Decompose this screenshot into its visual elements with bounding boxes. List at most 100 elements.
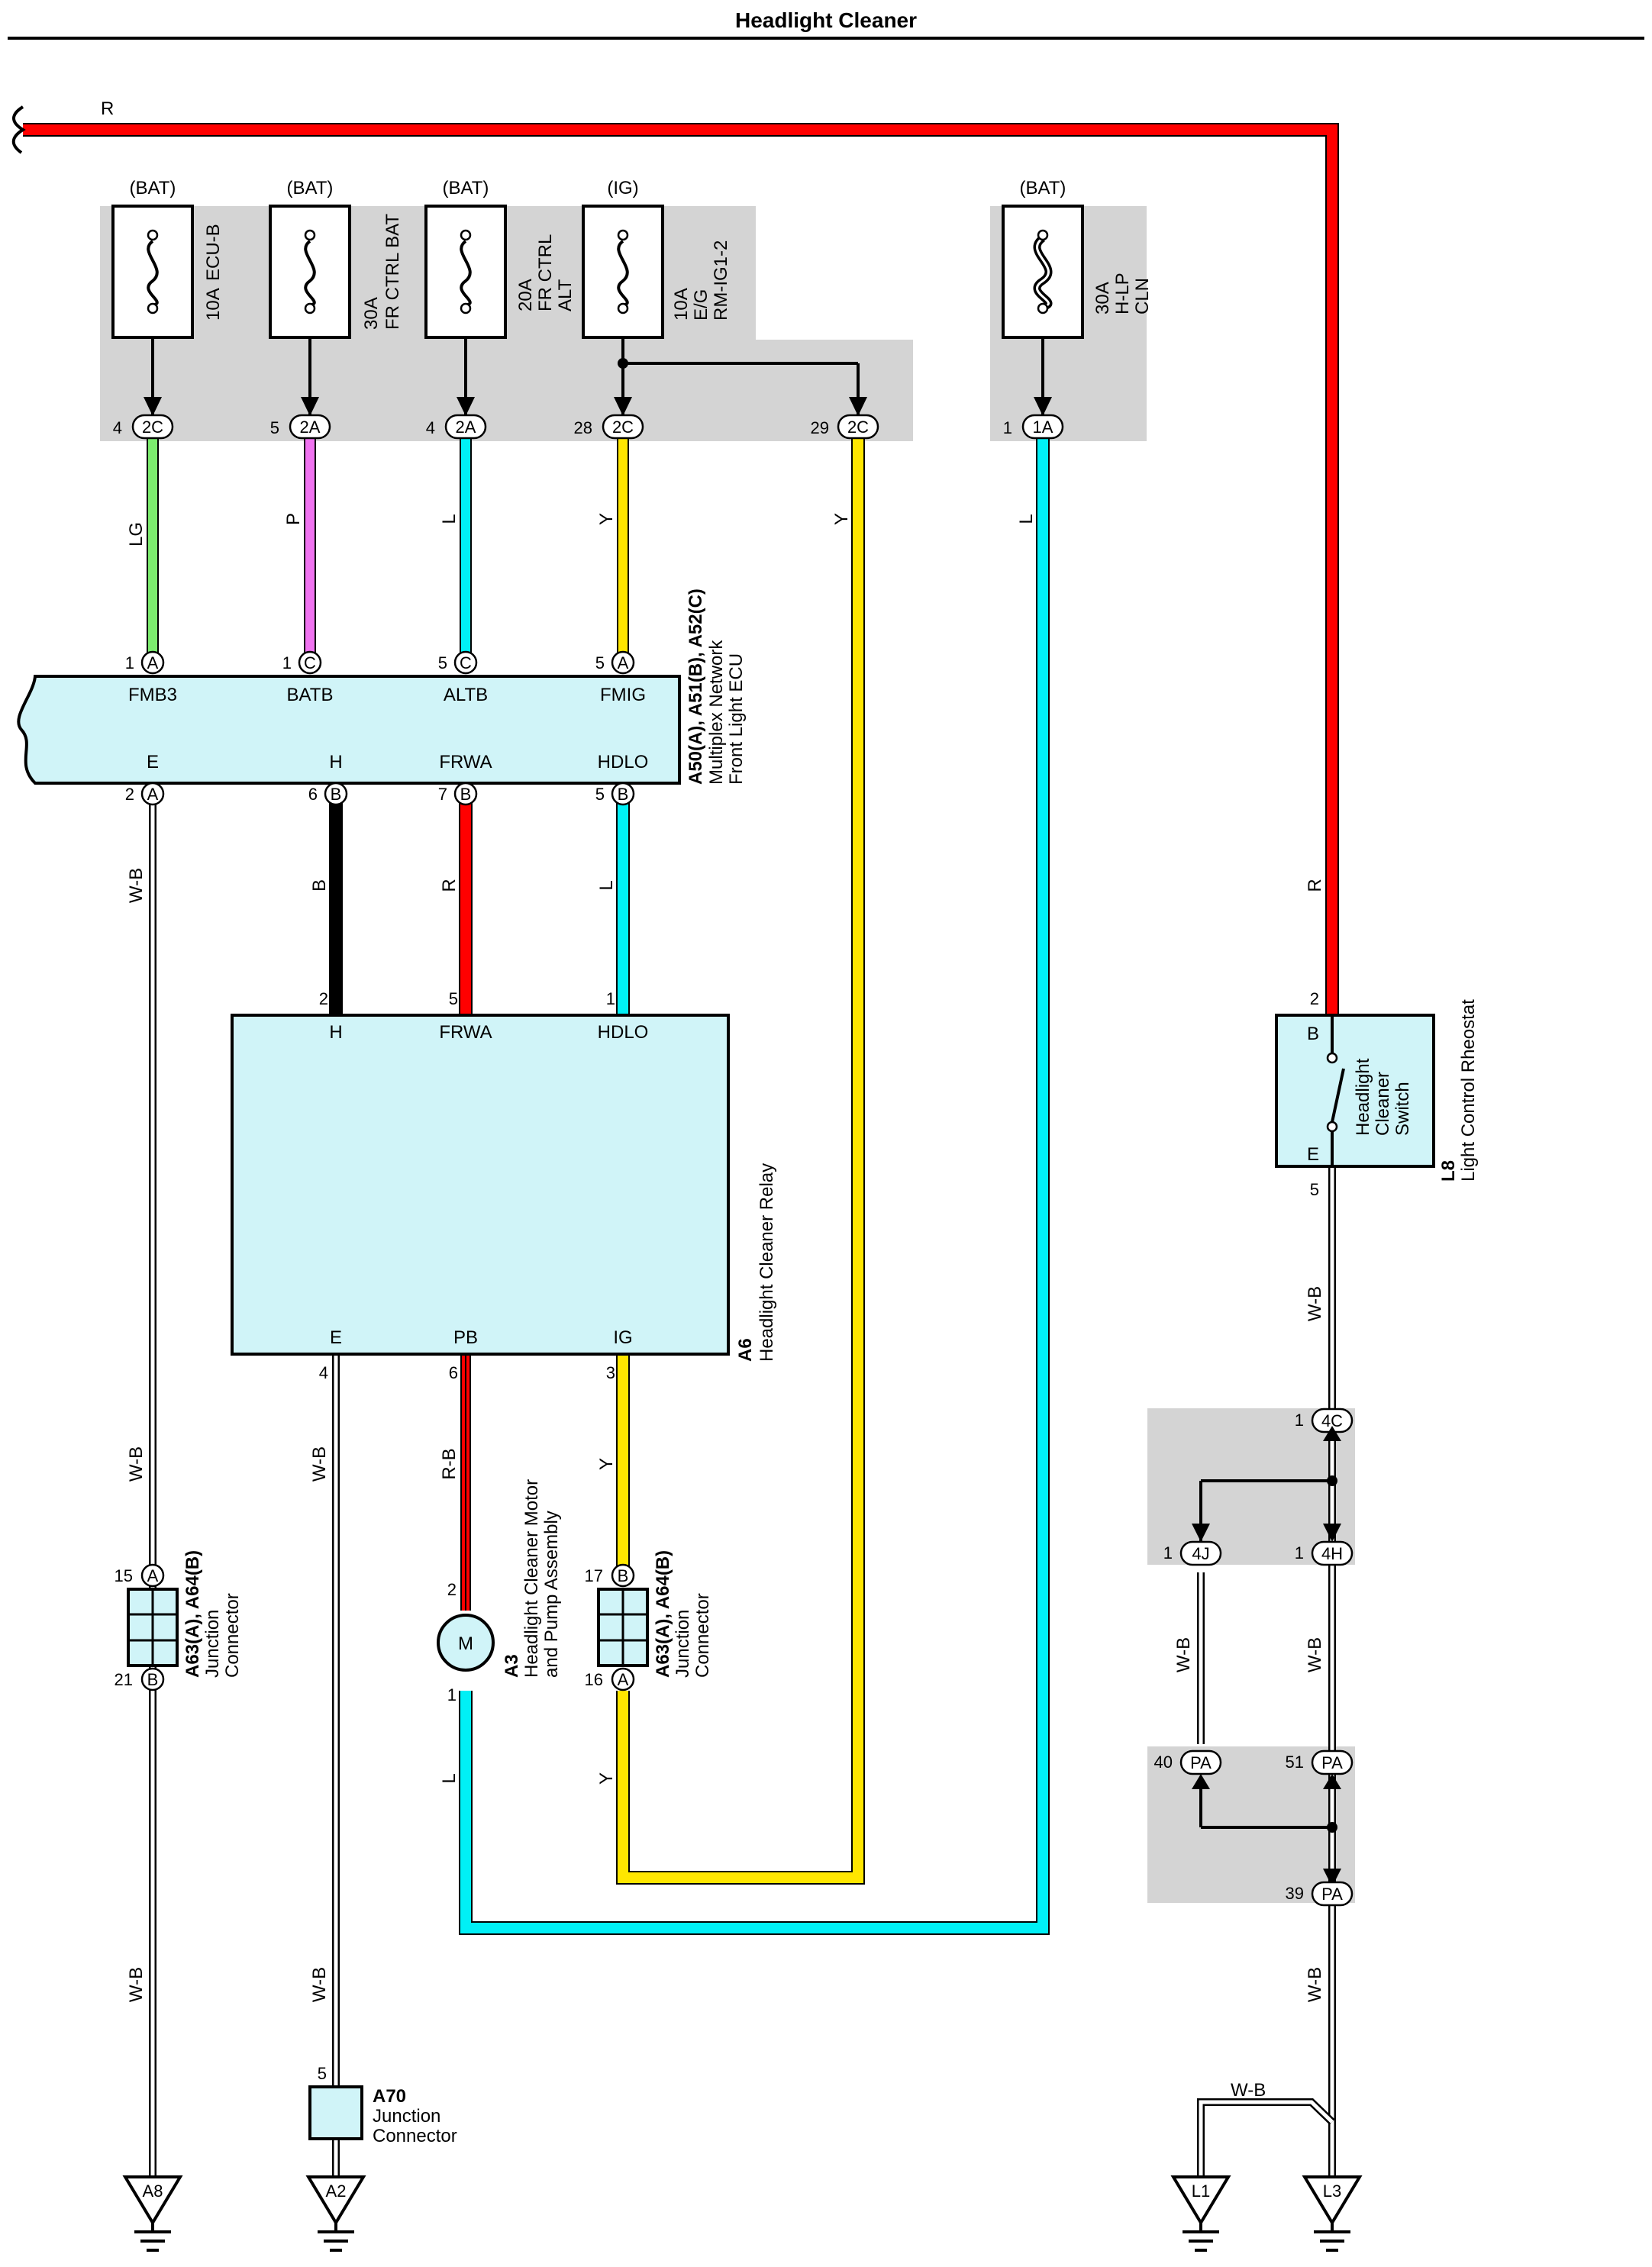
svg-text:A70: A70 (373, 2086, 406, 2107)
fuse-fr-ctrl-alt: (BAT) 20A FR CTRL ALT (424, 178, 576, 416)
ground-l1: L1 (1170, 2175, 1231, 2252)
ecu-pin-altb: 5 C ALTB (438, 650, 488, 705)
wire-y-ig (616, 427, 865, 1885)
svg-text:PA: PA (1321, 1753, 1343, 1772)
fuse-name2: RM-IG1-2 (711, 240, 731, 321)
top-connector-28-2c: 28 2C (574, 414, 644, 440)
fuse-rating: 20A (515, 279, 536, 311)
relay-code: A6 (735, 1338, 756, 1362)
ecu-name1: Multiplex Network (706, 640, 727, 785)
ecu-pin-h: H 6 B (308, 752, 348, 806)
ecu-pin-batb: 1 C BATB (282, 650, 333, 705)
fuse-h-lp-cln: (BAT) 30A H-LP CLN (1002, 178, 1153, 416)
wire-label-y3: Y (596, 1458, 617, 1470)
svg-text:HDLO: HDLO (598, 1022, 649, 1043)
svg-text:2C: 2C (612, 418, 634, 437)
svg-text:PA: PA (1190, 1753, 1212, 1772)
connector-39-pa: 39 PA (1286, 1881, 1354, 1907)
junction-connector-left: A 15 B 21 A63(A), A64(B) Junction Connec… (115, 1550, 243, 1691)
svg-text:A63(A), A64(B): A63(A), A64(B) (653, 1550, 673, 1678)
svg-text:PB: PB (453, 1327, 478, 1348)
svg-text:3: 3 (606, 1363, 615, 1382)
connector-4h: 1 4H (1295, 1540, 1354, 1566)
switch-num-bottom: 5 (1310, 1180, 1319, 1199)
arrow-4c-up (1323, 1426, 1341, 1441)
svg-text:5: 5 (438, 653, 447, 672)
switch-pin-b: B (1307, 1024, 1319, 1044)
a70-junction-connector: 5 A70 Junction Connector (308, 2064, 457, 2146)
wire-wb-right (1197, 1166, 1336, 2175)
wire-r-top (23, 123, 1339, 1015)
svg-text:A: A (147, 785, 159, 804)
svg-text:Connector: Connector (692, 1593, 713, 1678)
fuse-source: (IG) (607, 178, 638, 198)
fuse-rating: 30A (1092, 282, 1113, 314)
svg-text:L1: L1 (1192, 2182, 1210, 2201)
arrow-4h (1323, 1524, 1341, 1542)
wire-label-y1: Y (596, 513, 617, 525)
fuse-name: E/G (691, 289, 711, 321)
ecu-pin-e: E 2 A (125, 752, 165, 806)
wire-label-l4: L (439, 1773, 460, 1783)
wire-label-p: P (283, 513, 304, 525)
headlight-cleaner-motor: M 2 1 A3 Headlight Cleaner Motor and Pum… (437, 1479, 562, 1704)
switch-inner1: Headlight (1353, 1058, 1373, 1136)
svg-text:L3: L3 (1323, 2182, 1341, 2201)
fuse-name: ECU-B (203, 224, 224, 281)
svg-text:2C: 2C (847, 418, 869, 437)
ground-a2: A2 (305, 2175, 366, 2252)
svg-text:B: B (147, 1670, 159, 1689)
ecu-pin-frwa: FRWA 7 B (438, 752, 492, 806)
switch-name: Light Control Rheostat (1458, 999, 1479, 1182)
splice-pa (1327, 1822, 1337, 1833)
svg-text:7: 7 (438, 785, 447, 804)
wire-label-wb-horiz: W-B (1231, 2080, 1266, 2101)
svg-text:C: C (304, 653, 316, 672)
diagram-title: Headlight Cleaner (735, 8, 917, 32)
fuse-source: (BAT) (1020, 178, 1066, 198)
fuse-fr-ctrl-bat: (BAT) 30A FR CTRL BAT (269, 178, 403, 416)
svg-text:E: E (147, 752, 159, 772)
svg-text:2C: 2C (142, 418, 163, 437)
relay-pin-ig: IG 3 (606, 1327, 633, 1382)
svg-text:A: A (618, 653, 629, 672)
relay-pin-e: E 4 (319, 1327, 342, 1382)
wire-break-symbol (11, 105, 26, 154)
wire-label-y2: Y (831, 513, 852, 525)
fuse-source: (BAT) (287, 178, 334, 198)
svg-text:15: 15 (115, 1566, 133, 1585)
fuse-name2: CLN (1132, 278, 1153, 314)
svg-text:FRWA: FRWA (439, 1022, 492, 1043)
junction-connector-mid: B 17 A 16 A63(A), A64(B) Junction Connec… (585, 1550, 713, 1691)
top-connector-4-2c: 4 2C (113, 414, 174, 440)
svg-text:A8: A8 (143, 2182, 163, 2201)
svg-text:B: B (618, 1566, 629, 1585)
wire-label-r-top: R (101, 98, 114, 119)
svg-text:Junction: Junction (673, 1610, 693, 1678)
svg-text:Connector: Connector (373, 2126, 457, 2146)
top-connector-1-1a: 1 1A (1003, 414, 1064, 440)
relay-pin-pb: PB 6 (449, 1327, 478, 1382)
motor-num-bottom: 1 (447, 1685, 457, 1704)
switch-inner2: Cleaner (1373, 1072, 1393, 1136)
wire-label-wb-4h: W-B (1305, 1637, 1325, 1672)
svg-text:IG: IG (613, 1327, 632, 1348)
svg-text:6: 6 (449, 1363, 458, 1382)
svg-text:PA: PA (1321, 1885, 1343, 1904)
wire-label-l2: L (1016, 514, 1037, 524)
svg-text:2: 2 (125, 785, 134, 804)
connector-40-pa: 40 PA (1154, 1749, 1222, 1775)
svg-text:H: H (329, 1022, 342, 1043)
svg-text:1: 1 (282, 653, 292, 672)
wire-label-b: B (309, 879, 330, 892)
wire-label-l3: L (596, 880, 617, 890)
svg-text:A2: A2 (326, 2182, 347, 2201)
wire-label-r-right: R (1305, 879, 1325, 892)
svg-text:2: 2 (319, 989, 328, 1008)
relay-pin-frwa: 5 FRWA (439, 989, 492, 1043)
wire-label-wb-4j: W-B (1173, 1637, 1194, 1672)
multiplex-network-front-light-ecu: A50(A), A51(B), A52(C) Multiplex Network… (17, 589, 747, 785)
wire-label-l1: L (439, 514, 460, 524)
wire-label-rb: R-B (439, 1448, 460, 1479)
top-connector-4-2a: 4 2A (426, 414, 487, 440)
